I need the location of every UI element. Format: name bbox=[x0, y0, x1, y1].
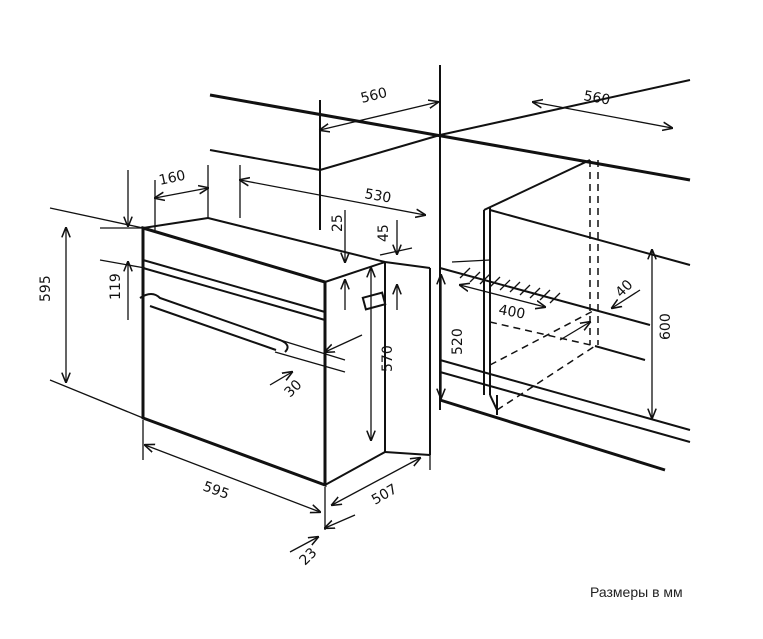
dim-top-offset: 45 bbox=[376, 224, 392, 242]
dim-panel-height: 119 bbox=[108, 273, 124, 300]
cabinet-niche bbox=[209, 65, 691, 472]
dim-cabinet-depth: 560 bbox=[582, 88, 611, 108]
dim-panel-depth: 160 bbox=[158, 168, 187, 189]
dim-oven-height: 595 bbox=[38, 275, 54, 302]
dim-side-depth: 507 bbox=[369, 481, 400, 508]
dim-vent-depth: 40 bbox=[613, 277, 637, 301]
oven-outline bbox=[141, 217, 431, 488]
dim-body-height: 570 bbox=[380, 345, 396, 372]
dim-niche-height: 600 bbox=[658, 313, 674, 340]
dimension-lines bbox=[49, 102, 672, 553]
dim-top-gap: 25 bbox=[330, 214, 346, 232]
dim-oven-width: 595 bbox=[201, 479, 232, 503]
dim-cabinet-width: 560 bbox=[359, 85, 389, 107]
oven-handle bbox=[139, 293, 289, 353]
dim-vent-width: 400 bbox=[497, 302, 526, 322]
dim-niche-min-height: 520 bbox=[450, 328, 466, 355]
dim-body-depth: 530 bbox=[363, 186, 392, 206]
dim-front-thickness: 23 bbox=[297, 545, 321, 569]
dim-handle-depth: 30 bbox=[282, 377, 306, 401]
units-note: Размеры в мм bbox=[590, 584, 683, 600]
